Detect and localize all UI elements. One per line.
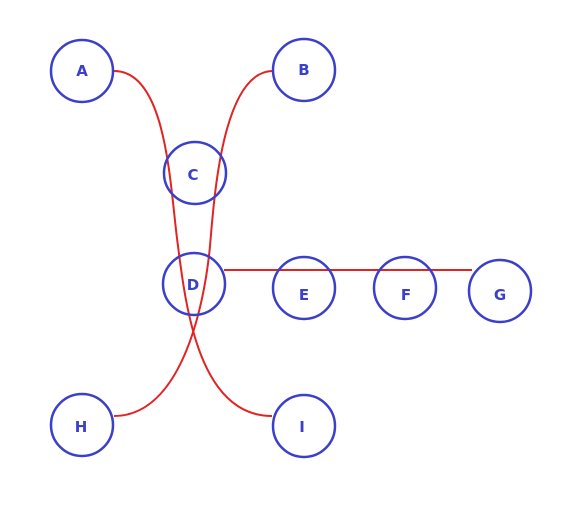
node-e-circle [271,255,337,321]
node-a-circle [49,38,115,104]
node-g: G [467,258,533,324]
node-d: D [161,251,227,317]
node-f-circle [372,255,438,321]
edge-a-i [113,70,273,417]
node-a: A [49,38,115,104]
node-i-circle [271,393,337,459]
node-d-circle [161,251,227,317]
node-c-circle [162,140,228,206]
node-e: E [271,255,337,321]
node-b: B [271,37,337,103]
edge-b-h [113,70,274,417]
node-a-label: A [76,62,88,80]
node-b-circle [271,37,337,103]
node-i-label: I [299,418,305,436]
node-f: F [372,255,438,321]
node-i: I [271,393,337,459]
node-e-label: E [299,286,309,304]
node-g-circle [467,258,533,324]
node-h-circle [49,392,115,458]
node-f-label: F [401,286,411,304]
node-c-label: C [187,166,198,184]
node-c: C [162,140,228,206]
node-d-label: D [187,276,199,294]
node-g-label: G [494,286,506,304]
node-h: H [49,392,115,458]
node-b-label: B [298,61,309,79]
node-h-label: H [75,418,88,436]
